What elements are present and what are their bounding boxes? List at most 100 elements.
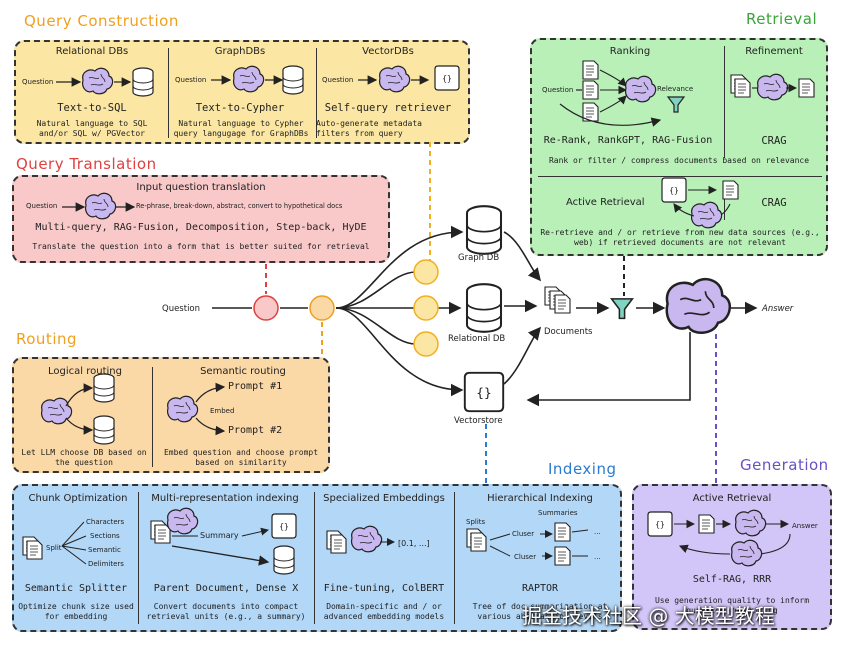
chunk-tech: Semantic Splitter (24, 583, 128, 594)
multirep-tech: Parent Document, Dense X (153, 583, 299, 594)
multirep-summary: Summary (200, 531, 239, 540)
ranking-flow (559, 60, 685, 127)
flow-answer-label: Answer (762, 304, 794, 314)
qc-graph-header: GraphDBs (214, 46, 266, 57)
indexing-title: Indexing (548, 460, 617, 478)
chunk-split: Split (46, 544, 62, 552)
routing-prompt2: Prompt #2 (228, 425, 283, 436)
active-retrieval-tech: CRAG (761, 197, 787, 209)
routing-semantic-desc: Embed question and choose prompt based o… (163, 448, 319, 467)
qc-vector-header: VectorDBs (362, 46, 414, 57)
vectorstore-icon (463, 371, 505, 413)
retrieval-title: Retrieval (746, 10, 818, 28)
construction-node-2 (413, 295, 439, 321)
ranking-question: Question (542, 86, 574, 94)
chunk-icons (22, 521, 87, 565)
routing-semantic-icons (167, 382, 226, 436)
routing-logical-icons (41, 373, 115, 445)
chunk-header: Chunk Optimization (28, 493, 128, 504)
flow-documents-label: Documents (544, 327, 593, 337)
construction-node-1 (413, 259, 439, 285)
refinement-tech: CRAG (761, 135, 787, 147)
llm-brain-icon (665, 277, 732, 335)
hier-cluster-1: Cluser (512, 530, 535, 538)
generation-tech: Self-RAG, RRR (692, 574, 772, 585)
hier-summaries: Summaries (538, 509, 578, 517)
routing-embed: Embed (210, 407, 235, 415)
chunk-item-delimiters: Delimiters (88, 560, 124, 568)
chunk-desc: Optimize chunk size used for embedding (18, 602, 134, 621)
indexing-box (12, 484, 622, 632)
flow-graph-db-label: Graph DB (458, 253, 500, 263)
hier-header: Hierarchical Indexing (487, 493, 593, 504)
documents-icon (544, 286, 571, 314)
query-translation-title: Query Translation (16, 155, 157, 173)
qc-graph-tech: Text-to-Cypher (195, 102, 285, 114)
active-retrieval-desc: Re-retrieve and / or retrieve from new d… (540, 228, 820, 247)
embeddings-vector: [0.1, ...] (398, 539, 430, 548)
qt-flow: Re-phrase, break-down, abstract, convert… (136, 202, 343, 210)
embeddings-desc: Domain-specific and / or advanced embedd… (323, 602, 445, 621)
translation-node (253, 295, 279, 321)
routing-logical-header: Logical routing (48, 366, 122, 377)
qc-relational-header: Relational DBs (55, 46, 129, 57)
qc-relational-question: Question (22, 78, 54, 86)
filter-funnel-icon (610, 298, 634, 320)
chunk-item-semantic: Semantic (88, 546, 121, 554)
flow-relational-db-label: Relational DB (448, 334, 506, 344)
qt-header: Input question translation (136, 182, 266, 193)
chunk-item-characters: Characters (86, 518, 125, 526)
qc-vector-question: Question (322, 76, 354, 84)
qc-relational-flow (56, 67, 154, 97)
relational-db-icon (465, 283, 503, 333)
hier-icons (466, 522, 589, 566)
qc-relational-tech: Text-to-SQL (57, 102, 127, 114)
qc-vector-desc: Auto-generate metadata filters from quer… (316, 119, 422, 138)
construction-node-3 (413, 331, 439, 357)
hier-desc: Tree of doc summarization at various abs… (472, 602, 608, 621)
refinement-flow (730, 73, 815, 101)
multirep-header: Multi-representation indexing (151, 493, 299, 504)
qc-relational-desc: Natural language to SQL and/or SQL w/ PG… (36, 119, 148, 138)
flow-question: Question (162, 304, 201, 314)
hier-dots-2: ... (594, 553, 601, 561)
active-retrieval-header: Active Retrieval (566, 197, 645, 208)
qc-vector-flow (358, 65, 460, 93)
hier-cluster-2: Cluser (514, 553, 537, 561)
qc-vector-tech: Self-query retriever (324, 102, 452, 114)
qt-question: Question (26, 202, 58, 210)
chunk-item-sections: Sections (90, 532, 120, 540)
routing-node (309, 295, 335, 321)
multirep-desc: Convert documents into compact retrieval… (146, 602, 306, 621)
query-translation-box (12, 175, 390, 263)
routing-title: Routing (16, 330, 78, 348)
flow-vectorstore-label: Vectorstore (454, 416, 503, 426)
refinement-header: Refinement (745, 46, 803, 57)
multirep-icons (150, 507, 297, 575)
routing-logical-desc: Let LLM choose DB based on the question (21, 448, 147, 467)
qc-graph-question: Question (175, 76, 207, 84)
routing-semantic-header: Semantic routing (200, 366, 286, 377)
embeddings-header: Specialized Embeddings (323, 493, 445, 504)
ranking-relevance: Relevance (657, 85, 694, 93)
graph-db-icon (465, 205, 503, 255)
generation-icons (647, 509, 791, 567)
hier-dots-1: ... (594, 528, 601, 536)
main-flow-arrows (212, 225, 758, 407)
qc-graph-desc: Natural language to Cypher query languga… (173, 119, 309, 138)
hier-tech: RAPTOR (521, 583, 559, 594)
embeddings-icons (326, 525, 395, 554)
qt-flow-icons (62, 192, 136, 220)
qt-desc: Translate the question into a form that … (32, 242, 370, 251)
ranking-tech: Re-Rank, RankGPT, RAG-Fusion (543, 135, 713, 146)
retrieval-rank-desc: Rank or filter / compress documents base… (548, 156, 810, 165)
generation-box (632, 484, 832, 630)
watermark: 掘金技术社区 @ 大模型教程 (522, 604, 775, 628)
qt-tech: Multi-query, RAG-Fusion, Decomposition, … (35, 222, 367, 233)
embeddings-tech: Fine-tuning, ColBERT (323, 583, 445, 594)
active-retrieval-flow (661, 177, 739, 229)
generation-answer: Answer (792, 522, 818, 530)
ranking-header: Ranking (609, 46, 651, 57)
hier-splits: Splits (466, 518, 486, 526)
